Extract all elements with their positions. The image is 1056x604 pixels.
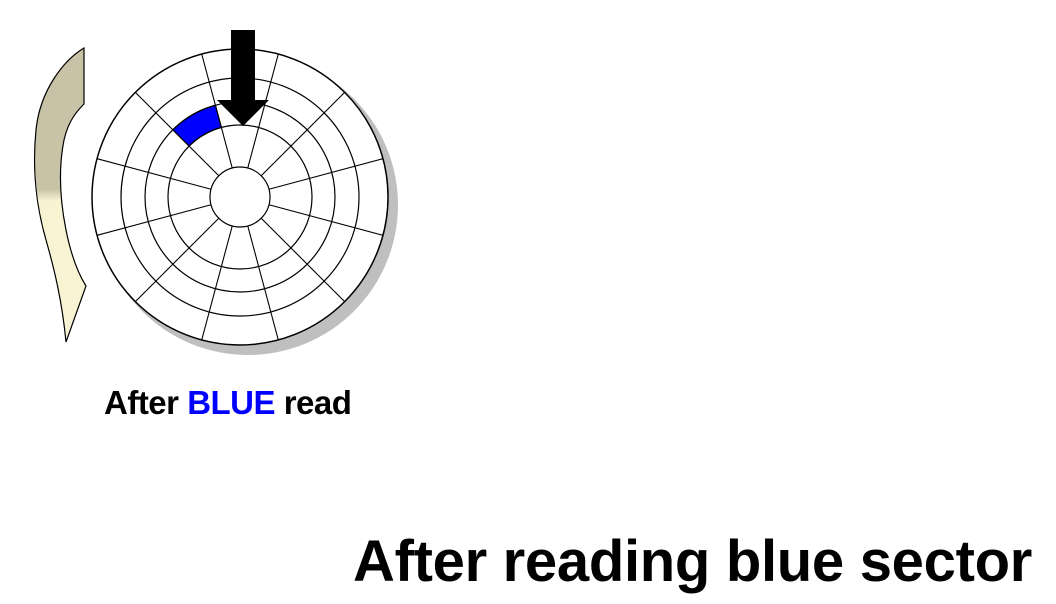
disk-hub bbox=[209, 166, 271, 228]
sector-divider bbox=[96, 204, 212, 236]
sector-divider bbox=[268, 204, 384, 236]
sector-divider bbox=[247, 53, 279, 169]
curved-rotation-arrow-icon bbox=[33, 46, 87, 343]
slide-title: After reading blue sector bbox=[353, 529, 1032, 594]
disk-diagram bbox=[33, 30, 398, 355]
sector-divider bbox=[260, 217, 346, 303]
caption-prefix: After bbox=[104, 384, 179, 421]
sector-divider bbox=[201, 53, 233, 169]
disk-sector-grid bbox=[96, 53, 384, 341]
sector-divider bbox=[134, 91, 220, 177]
caption-suffix: read bbox=[283, 384, 352, 421]
sector-divider bbox=[247, 225, 279, 341]
caption: After BLUE read bbox=[104, 384, 352, 422]
caption-highlight: BLUE bbox=[187, 384, 276, 421]
sector-divider bbox=[134, 217, 220, 303]
down-arrow-icon bbox=[217, 30, 269, 126]
sector-divider bbox=[201, 225, 233, 341]
sector-divider bbox=[260, 91, 346, 177]
sector-divider bbox=[268, 158, 384, 190]
sector-divider bbox=[96, 158, 212, 190]
track-ring bbox=[167, 124, 313, 270]
